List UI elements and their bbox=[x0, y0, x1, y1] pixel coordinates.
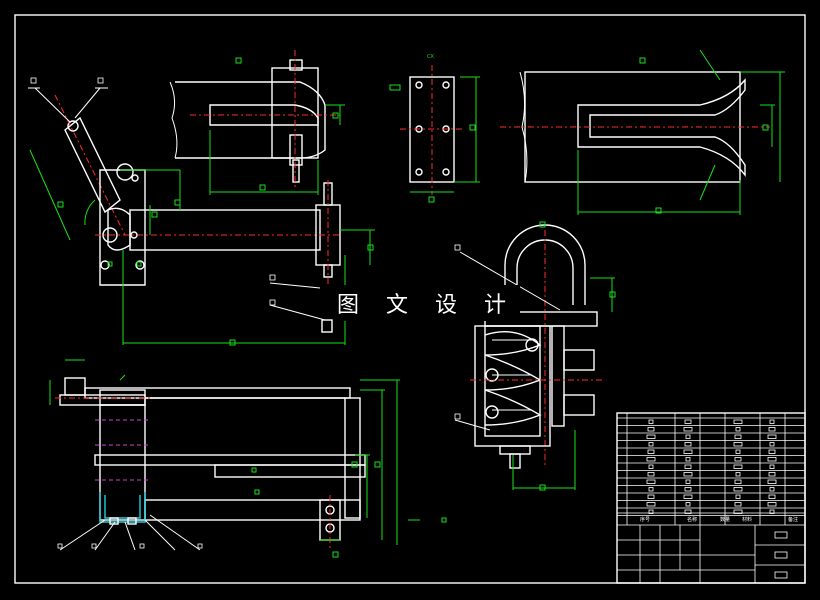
bom-cell-mark bbox=[647, 449, 655, 454]
bom-cell-mark bbox=[648, 487, 654, 492]
outer-border bbox=[14, 14, 806, 584]
bom-cell-mark bbox=[648, 442, 654, 447]
bom-cell-mark bbox=[733, 509, 743, 514]
bom-cell-mark bbox=[685, 434, 691, 439]
title-block-labels: 序号 名称 数量 材料 备注 bbox=[640, 516, 798, 523]
bom-cell-mark bbox=[735, 494, 741, 499]
tb-label-2: 数量 bbox=[720, 516, 730, 523]
bom-cell-mark bbox=[683, 472, 693, 477]
bom-cell-mark bbox=[646, 457, 656, 462]
bom-cell-mark bbox=[733, 487, 743, 492]
bom-cell-mark bbox=[683, 449, 693, 454]
bom-cell-mark bbox=[684, 509, 692, 514]
bom-cell-mark bbox=[684, 464, 692, 469]
clamp-section-view bbox=[454, 221, 616, 491]
bom-cell-mark bbox=[769, 464, 775, 469]
bom-cell-mark bbox=[734, 457, 742, 462]
bom-cell-mark bbox=[684, 419, 692, 424]
bom-cell-mark bbox=[733, 419, 743, 424]
tb-label-4: 备注 bbox=[788, 516, 798, 523]
bom-cell-mark bbox=[767, 502, 777, 507]
bom-cell-mark bbox=[683, 427, 693, 432]
bom-cell-mark bbox=[735, 472, 741, 477]
bom-cell-mark bbox=[646, 479, 656, 484]
bom-cell-mark bbox=[646, 502, 656, 507]
bom-cell-mark bbox=[735, 449, 741, 454]
fork-top-view bbox=[169, 50, 345, 195]
bom-cell-mark bbox=[767, 479, 777, 484]
tb-label-0: 序号 bbox=[640, 516, 650, 523]
long-arm-view bbox=[500, 49, 785, 215]
bom-cell-mark bbox=[648, 509, 654, 514]
svg-text:CX: CX bbox=[427, 54, 434, 60]
arm-assembly-view bbox=[28, 77, 375, 346]
bom-cell-mark bbox=[685, 479, 691, 484]
bom-cell-mark bbox=[648, 419, 654, 424]
bom-cell-mark bbox=[734, 502, 742, 507]
bom-cell-mark bbox=[768, 449, 776, 454]
bom-cell-mark bbox=[769, 509, 775, 514]
title-block-lower bbox=[617, 525, 805, 583]
title-block bbox=[616, 412, 806, 584]
bom-cell-mark bbox=[733, 442, 743, 447]
bom-cell-mark bbox=[734, 479, 742, 484]
bom-cell-mark bbox=[647, 427, 655, 432]
bom-cell-mark bbox=[647, 472, 655, 477]
bom-cell-mark bbox=[768, 494, 776, 499]
bom-cell-mark bbox=[768, 427, 776, 432]
bom-cell-mark bbox=[769, 487, 775, 492]
bom-cell-mark bbox=[767, 457, 777, 462]
bom-cell-mark bbox=[769, 419, 775, 424]
bom-cell-mark bbox=[734, 434, 742, 439]
bom-cell-mark bbox=[646, 434, 656, 439]
center-leaders bbox=[269, 274, 333, 333]
bom-cell-mark bbox=[767, 434, 777, 439]
bom-cell-mark bbox=[648, 464, 654, 469]
bom-cell-mark bbox=[647, 494, 655, 499]
bom-cell-mark bbox=[733, 464, 743, 469]
bom-cell-mark bbox=[768, 472, 776, 477]
bom-table bbox=[616, 413, 806, 525]
frame-front-view bbox=[49, 359, 447, 558]
watermark-text: 图 文 设 计 bbox=[333, 285, 520, 321]
tb-label-3: 材料 bbox=[742, 516, 752, 523]
mounting-plate-view: CX bbox=[389, 54, 480, 203]
bom-cell-mark bbox=[684, 487, 692, 492]
bom-cell-mark bbox=[683, 494, 693, 499]
bom-cell-mark bbox=[769, 442, 775, 447]
bom-cell-mark bbox=[684, 442, 692, 447]
tb-label-1: 名称 bbox=[687, 516, 697, 523]
bom-cell-mark bbox=[685, 502, 691, 507]
bom-cell-mark bbox=[735, 427, 741, 432]
bom-cell-mark bbox=[685, 457, 691, 462]
